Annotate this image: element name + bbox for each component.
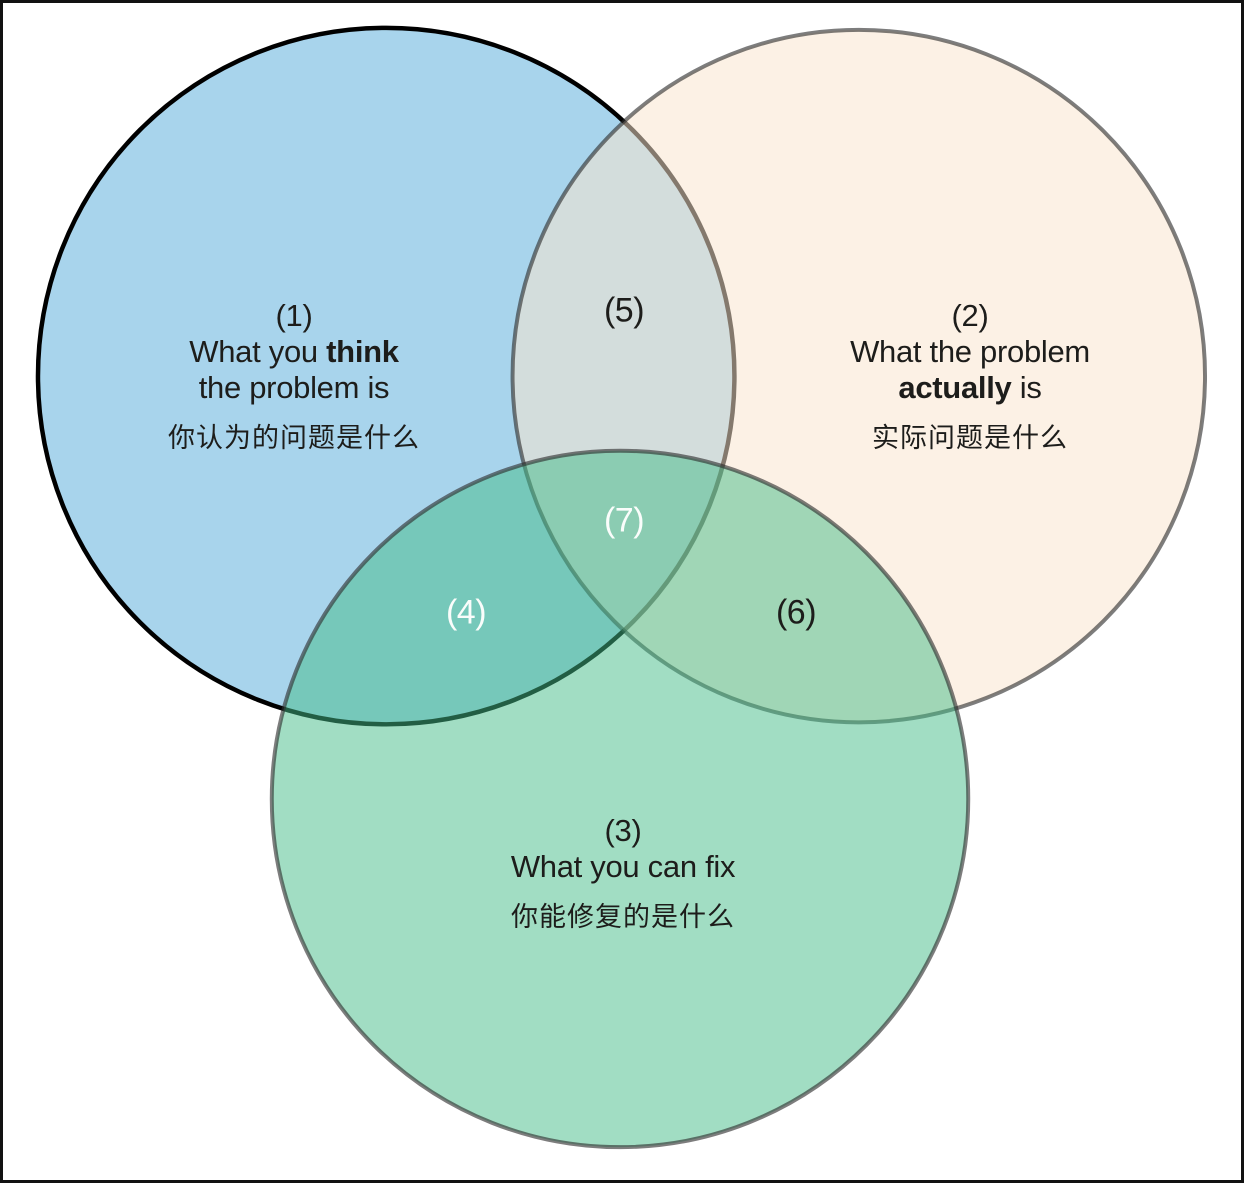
- region-5-number: (5): [603, 291, 645, 330]
- region-2-line2: What the problem: [850, 334, 1090, 369]
- venn-circles: [35, 25, 1208, 1150]
- region-3-label: (3) What you can fix 你能修复的是什么: [510, 813, 736, 933]
- region-2-chinese: 实际问题是什么: [872, 423, 1068, 453]
- region-1-label: (1) What you think the problem is 你认为的问题…: [168, 298, 420, 454]
- region-7-number: (7): [603, 501, 645, 540]
- region-2-number: (2): [951, 298, 989, 333]
- circle-what-you-can-fix: [269, 448, 971, 1150]
- region-3-line2: What you can fix: [510, 849, 736, 884]
- region-1-line2: What you think: [189, 334, 399, 369]
- region-1-number: (1): [275, 298, 313, 333]
- region-2-label: (2) What the problem actually is 实际问题是什么: [850, 298, 1090, 454]
- region-3-number: (3): [604, 813, 642, 848]
- region-1-line3: the problem is: [198, 370, 390, 405]
- region-1-chinese: 你认为的问题是什么: [168, 423, 420, 453]
- region-2-line3: actually is: [898, 370, 1042, 405]
- region-6-number: (6): [775, 593, 817, 632]
- region-4-number: (4): [445, 593, 487, 632]
- region-3-chinese: 你能修复的是什么: [510, 902, 735, 932]
